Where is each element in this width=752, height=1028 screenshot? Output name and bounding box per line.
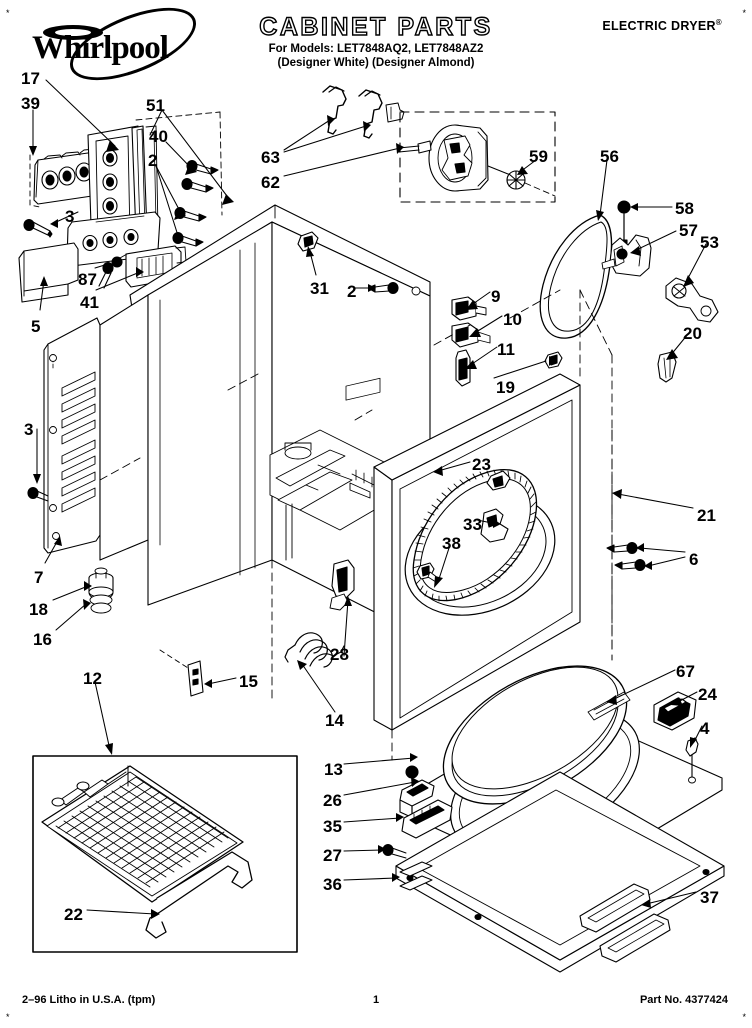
callout-62: 62 <box>261 173 280 192</box>
callout-40: 40 <box>149 127 168 146</box>
callout-13: 13 <box>324 760 343 779</box>
callout-17: 17 <box>21 69 40 88</box>
callout-24: 24 <box>698 685 717 704</box>
callout-2: 2 <box>347 282 357 301</box>
callout-53: 53 <box>700 233 719 252</box>
callout-10: 10 <box>503 310 522 329</box>
litho-info: 2–96 Litho in U.S.A. (tpm) <box>22 994 156 1006</box>
door-hinge-stack <box>451 296 491 387</box>
models-line: For Models: LET7848AQ2, LET7848AZ2 <box>268 43 484 55</box>
whirlpool-logo: Whirlpool <box>18 0 206 96</box>
page-header: * * Whirlpool CABINET PARTS For Models: … <box>0 0 752 96</box>
duct-ring-67 <box>442 665 631 805</box>
corner-mark-top-left: * <box>6 8 10 18</box>
screw-40 <box>186 159 219 175</box>
logo-ellipse-icon <box>43 25 103 40</box>
callout-28: 28 <box>330 645 349 664</box>
callout-3: 3 <box>65 207 75 226</box>
callout-16: 16 <box>33 630 52 649</box>
callout-57: 57 <box>679 221 698 240</box>
page-number: 1 <box>372 994 380 1006</box>
corner-mark-bottom-left: * <box>6 1012 10 1022</box>
pulley-59 <box>506 170 526 190</box>
callout-2: 2 <box>148 151 158 170</box>
console-assembly <box>18 111 223 303</box>
base-and-bulkhead <box>382 429 725 973</box>
callout-33: 33 <box>463 515 482 534</box>
callout-11: 11 <box>497 340 515 359</box>
screws-2-console <box>172 177 214 247</box>
callout-12: 12 <box>83 669 102 688</box>
callout-4: 4 <box>700 719 710 738</box>
callout-35: 35 <box>323 817 342 836</box>
callout-9: 9 <box>491 287 501 306</box>
callout-7: 7 <box>34 568 44 587</box>
screws-6 <box>606 541 646 572</box>
screw-3b <box>27 486 49 502</box>
callout-21: 21 <box>697 506 716 525</box>
callout-51: 51 <box>146 96 165 115</box>
callout-27: 27 <box>323 846 342 865</box>
spring-14 <box>284 632 345 668</box>
callout-20: 20 <box>683 324 702 343</box>
door-seal-38 <box>412 468 538 602</box>
callout-38: 38 <box>442 534 461 553</box>
appliance-type-label: ELECTRIC DRYER <box>602 19 716 34</box>
callout-6: 6 <box>689 550 699 569</box>
rack-assembly-box <box>32 755 298 953</box>
colors-line: (Designer White) (Designer Almond) <box>277 57 475 69</box>
part-number: Part No. 4377424 <box>639 994 728 1006</box>
corner-mark-bottom-right: * <box>742 1012 746 1022</box>
brand-name: Whirlpool <box>32 30 169 66</box>
callout-19: 19 <box>496 378 515 397</box>
callout-18: 18 <box>29 600 48 619</box>
callout-15: 15 <box>239 672 258 691</box>
page-title: CABINET PARTS <box>259 12 493 41</box>
callout-67: 67 <box>676 662 695 681</box>
leader-lines <box>29 79 707 919</box>
appliance-tm: ® <box>715 18 722 27</box>
screw-27 <box>382 843 407 859</box>
main-cabinet <box>27 204 646 761</box>
callout-37: 37 <box>700 888 719 907</box>
page-footer: 2–96 Litho in U.S.A. (tpm) 1 Part No. 43… <box>0 994 752 1010</box>
leveling-leg <box>88 567 114 614</box>
callout-3: 3 <box>24 420 34 439</box>
appliance-type: ELECTRIC DRYER® <box>602 18 722 33</box>
callout-23: 23 <box>472 455 491 474</box>
corner-mark-top-right: * <box>742 8 746 18</box>
callout-63: 63 <box>261 148 280 167</box>
screw-3a <box>23 218 53 238</box>
callout-31: 31 <box>310 279 329 298</box>
callout-58: 58 <box>675 199 694 218</box>
clamp-and-motor-assembly <box>322 85 556 203</box>
callout-22: 22 <box>64 905 83 924</box>
callout-36: 36 <box>323 875 342 894</box>
callout-39: 39 <box>21 94 40 113</box>
motor <box>398 124 509 192</box>
callout-41: 41 <box>80 293 99 312</box>
belt-and-idler <box>539 200 719 383</box>
callout-26: 26 <box>323 791 342 810</box>
callout-5: 5 <box>31 317 41 336</box>
callout-87: 87 <box>78 270 97 289</box>
callout-59: 59 <box>529 147 548 166</box>
callout-14: 14 <box>325 711 344 730</box>
callout-56: 56 <box>600 147 619 166</box>
